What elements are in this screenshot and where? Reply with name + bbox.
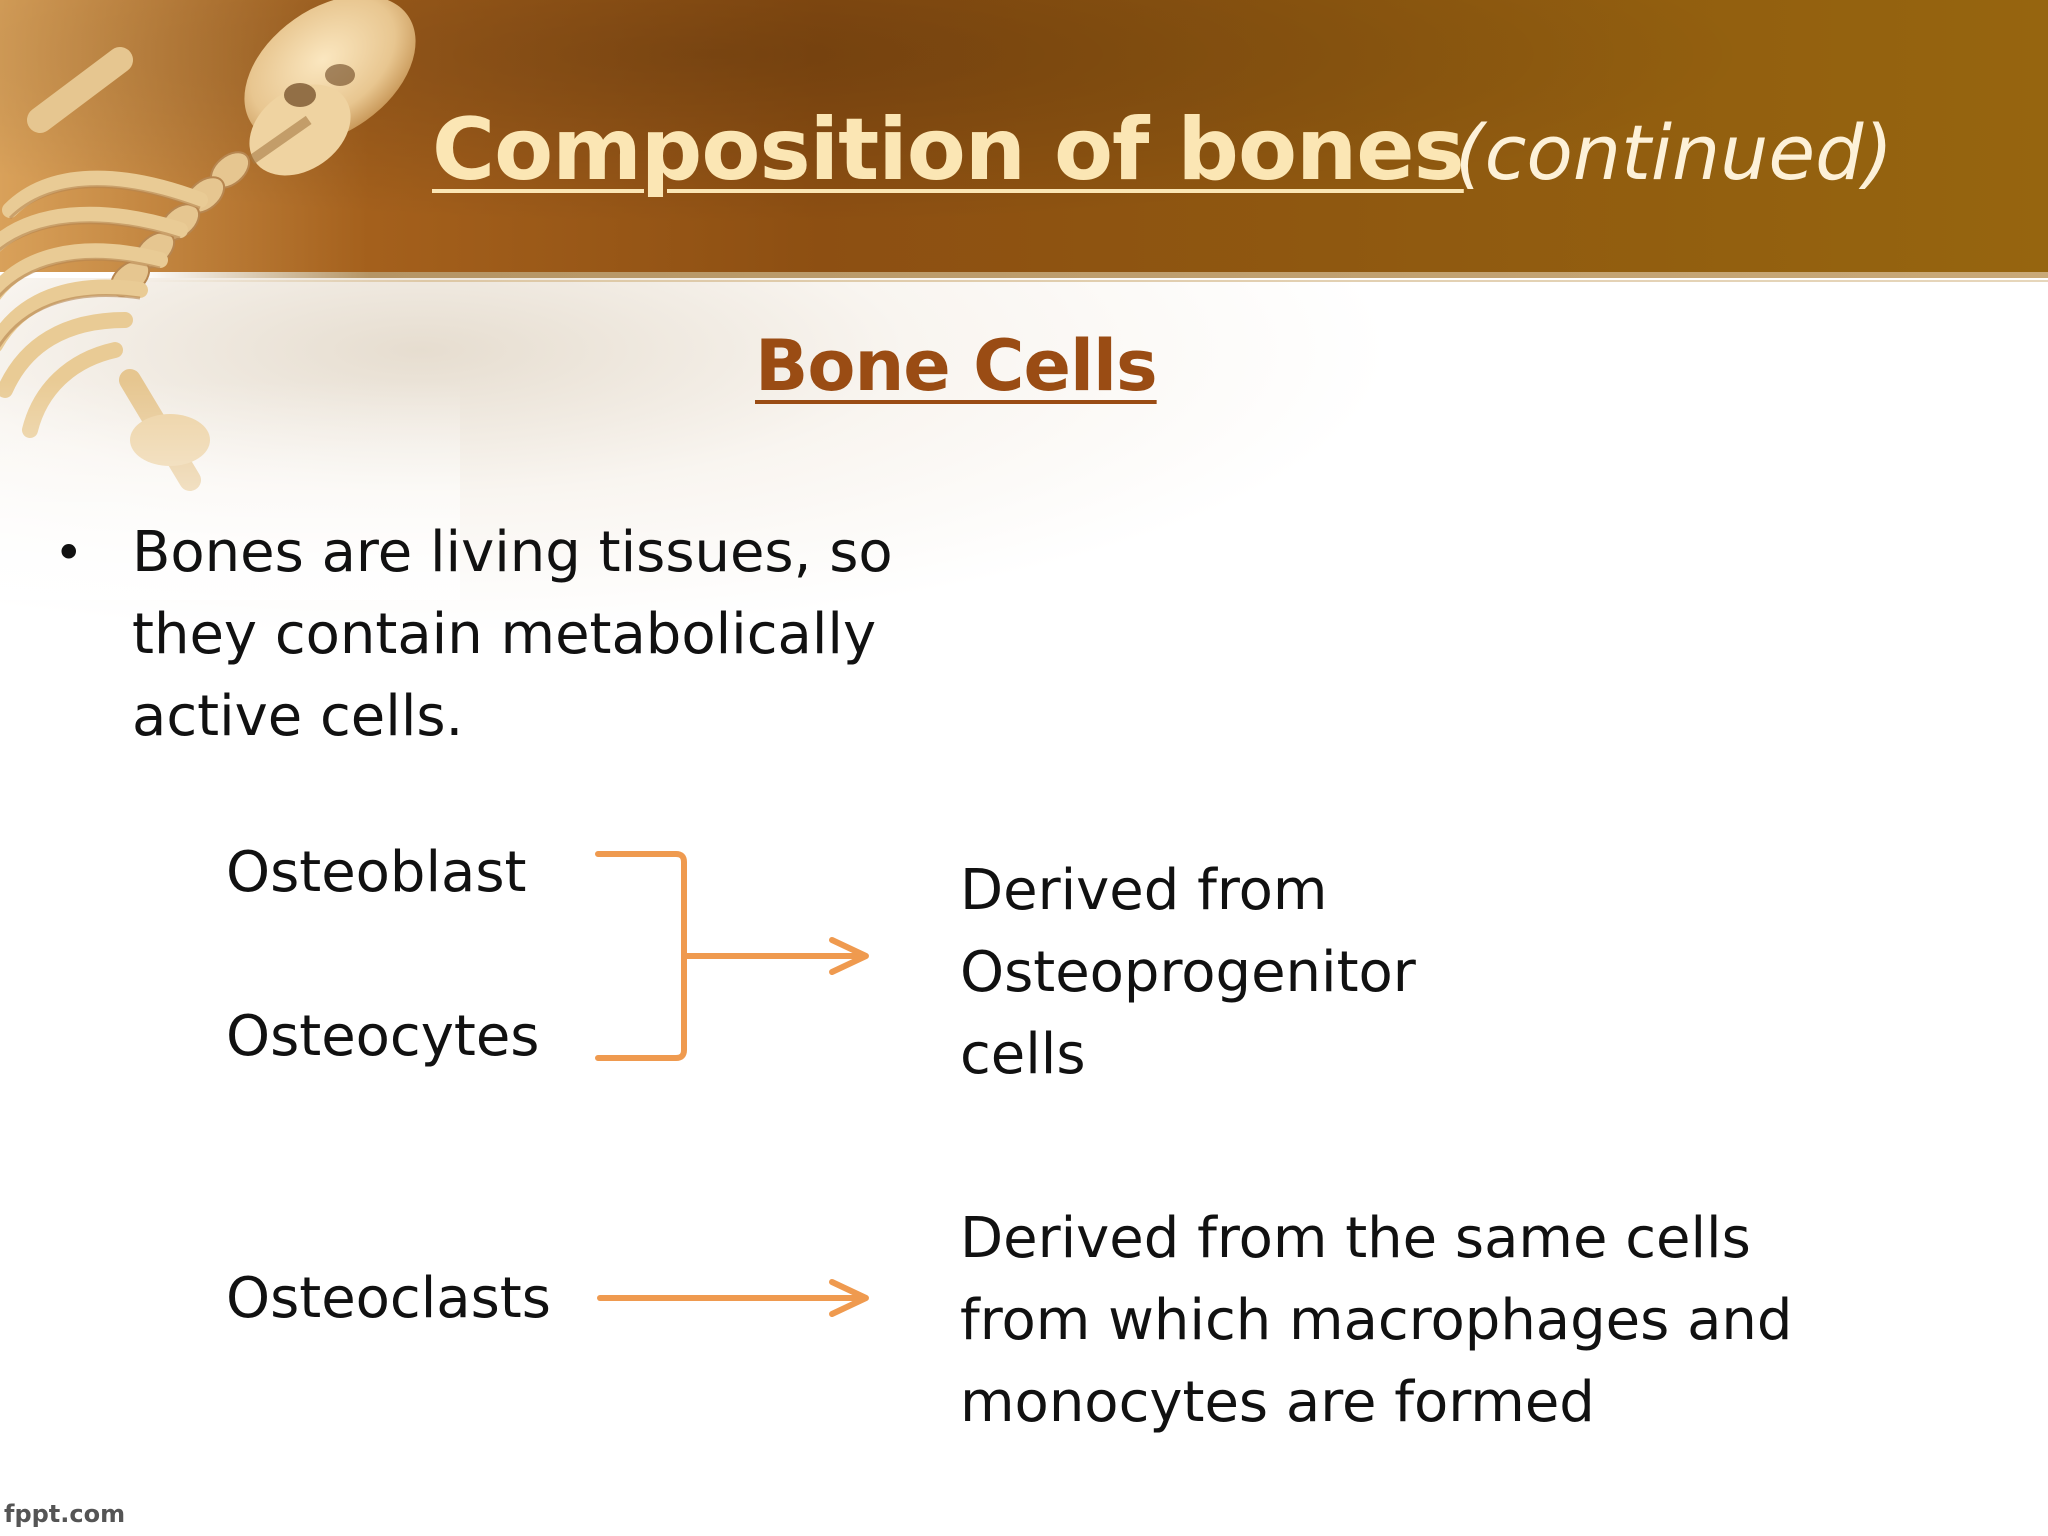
bullet-text: Bones are living tissues, so they contai… [132, 520, 893, 749]
description-line: Osteoprogenitor [960, 940, 1416, 1005]
bracket-connector [595, 851, 687, 1061]
header-divider [140, 272, 2048, 278]
description-line: Derived from the same cells [960, 1206, 1751, 1271]
slide-title: Composition of bones [432, 100, 1465, 200]
cell-label-osteocytes: Osteocytes [226, 1004, 540, 1069]
bullet-marker: • [54, 524, 84, 582]
slide-title-suffix: (continued) [1455, 108, 1894, 197]
description-group-upper: Derived from Osteoprogenitor cells [960, 850, 1416, 1096]
cell-label-osteoblast: Osteoblast [226, 840, 527, 905]
description-line: monocytes are formed [960, 1370, 1595, 1435]
description-group-lower: Derived from the same cells from which m… [960, 1198, 1792, 1444]
header-divider-highlight [140, 280, 2048, 282]
section-heading: Bone Cells [755, 325, 1158, 407]
right-arrow-head-lower [829, 1279, 869, 1317]
footer-logo: fppt.com [4, 1500, 126, 1528]
description-line: cells [960, 1022, 1086, 1087]
right-arrow-head-upper [829, 937, 869, 975]
skeleton-illustration [0, 0, 460, 600]
cell-label-osteoclasts: Osteoclasts [226, 1266, 551, 1331]
description-line: from which macrophages and [960, 1288, 1793, 1353]
description-line: Derived from [960, 858, 1328, 923]
ribcage-shading [0, 185, 201, 348]
skull-shape [244, 0, 416, 176]
